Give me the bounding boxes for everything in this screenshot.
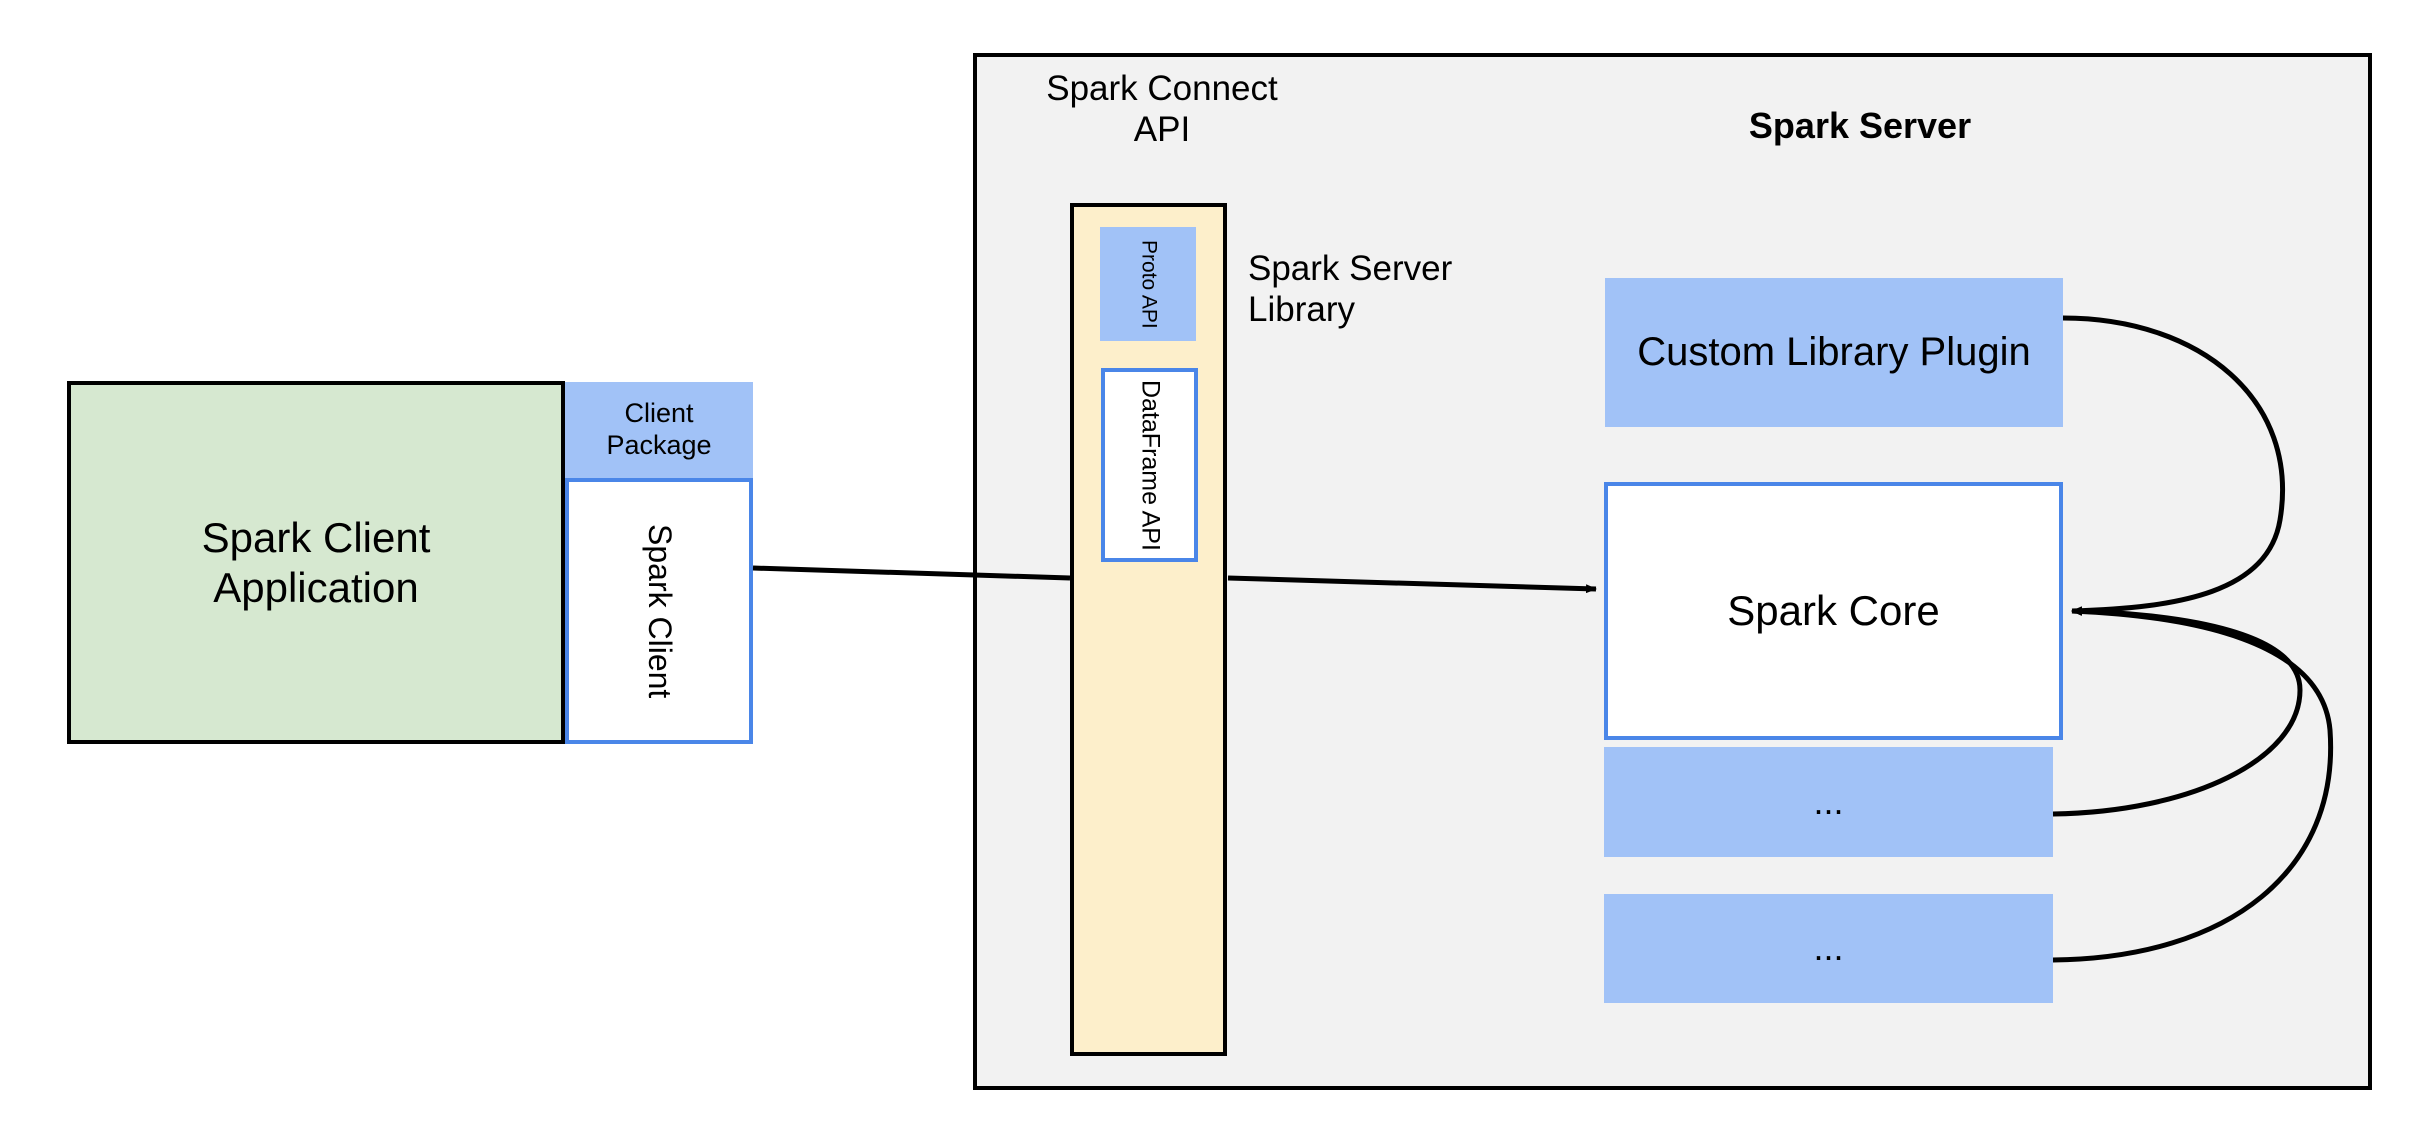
client-package-label: Client Package [606,398,712,460]
custom-library-plugin-box [1605,278,2063,427]
proto-api-label: Proto API [1100,227,1196,341]
server-component-ellipsis-2-label: ... [1813,927,1844,969]
spark-client-label: Spark Client [565,478,753,744]
spark-client-application-box [67,381,565,744]
proto-api-label-text: Proto API [1137,239,1161,329]
spark-core-box [1604,482,2063,740]
server-component-ellipsis-1-box [1604,747,2053,857]
spark-server-title: Spark Server [1748,104,1972,146]
spark-server-library-label: Spark Server Library [1248,249,1453,330]
spark-client-label-text: Spark Client [641,523,678,699]
custom-library-plugin-label: Custom Library Plugin [1637,329,2031,374]
spark-client-application-label: Spark Client Application [201,513,431,611]
client-package-box [565,382,753,478]
spark-client-box [565,478,753,744]
dataframe-api-label: DataFrame API [1101,368,1198,562]
dataframe-api-label-text: DataFrame API [1136,379,1165,551]
spark-connect-api-column [1070,203,1227,1056]
proto-api-box [1100,227,1196,341]
server-component-ellipsis-2-box [1604,894,2053,1003]
spark-connect-api-label: Spark Connect API [1046,69,1278,150]
server-component-ellipsis-1-label: ... [1813,780,1844,822]
spark-core-label: Spark Core [1727,587,1940,635]
dataframe-api-box [1101,368,1198,562]
